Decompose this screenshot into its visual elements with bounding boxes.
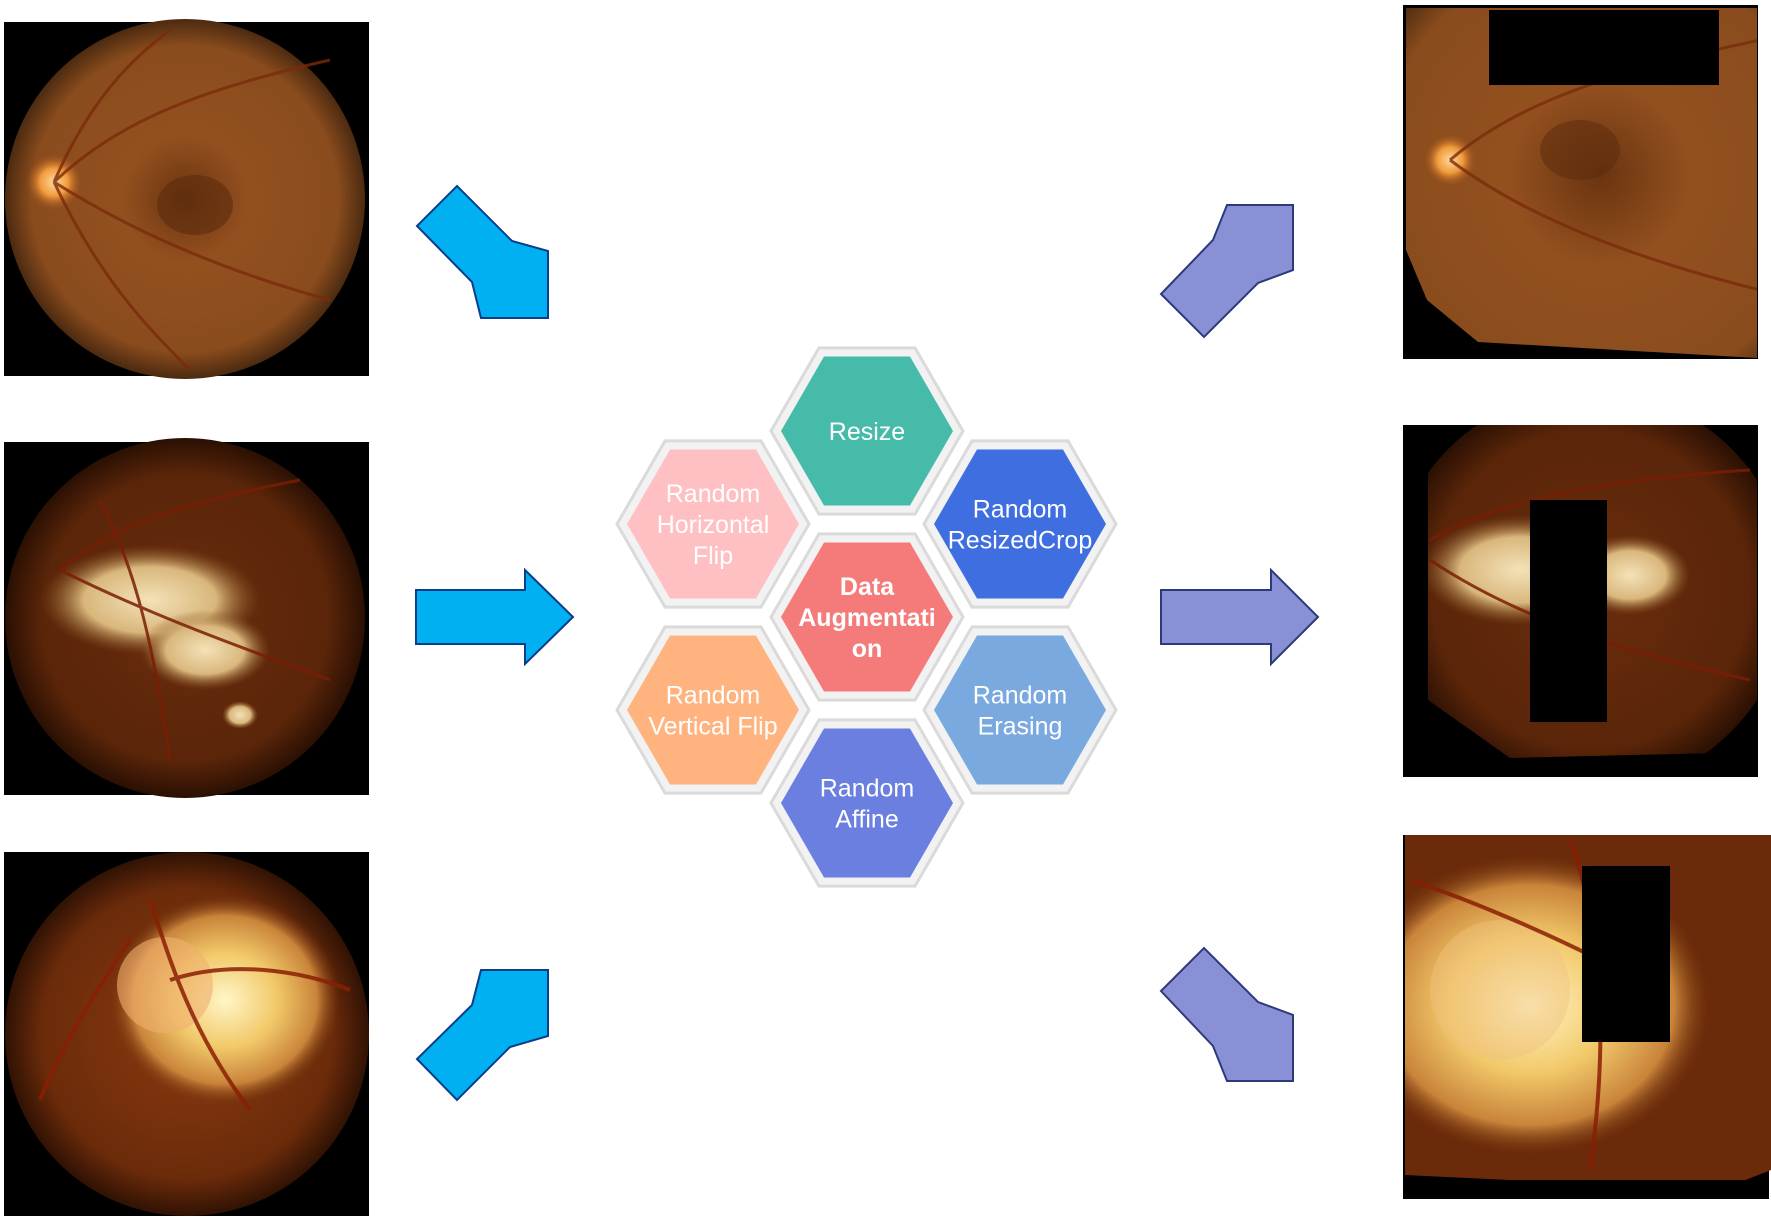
hex-random-resizedcrop-fill: [934, 449, 1106, 599]
hex-random-resizedcrop-label-line: Random: [973, 496, 1068, 524]
augmentation-hex-cluster: DataAugmentationResizeRandomHorizontalFl…: [615, 346, 1118, 888]
hex-random-affine-label-line: Random: [820, 775, 915, 803]
input-fundus-image-3: [4, 852, 369, 1216]
output-arrow-3: [1159, 946, 1294, 1082]
hex-random-erasing-label-line: Random: [973, 682, 1068, 710]
erased-region: [1489, 10, 1719, 85]
hex-random-resizedcrop-label-line: ResizedCrop: [948, 527, 1093, 555]
hex-random-erasing-fill: [934, 635, 1106, 785]
erased-region: [1582, 866, 1670, 1042]
output-arrow-2: [1160, 567, 1320, 667]
output-arrow-2-shape: [1160, 567, 1320, 667]
hex-random-vertical-flip-label-line: Vertical Flip: [648, 713, 777, 741]
input-arrow-3: [415, 969, 549, 1102]
hex-data-augmentation-label-line: on: [852, 635, 883, 663]
hex-data-augmentation-fill: [781, 542, 953, 692]
hex-random-vertical-flip-label-line: Random: [666, 682, 761, 710]
hex-random-horizontal-flip-label-line: Random: [666, 480, 761, 508]
hex-random-horizontal-flip-fill: [627, 449, 799, 599]
input-arrow-2: [415, 567, 575, 667]
hex-random-erasing-label-line: Erasing: [978, 713, 1063, 741]
output-fundus-image-1: [1403, 5, 1758, 359]
output-arrow-3-shape: [1159, 946, 1294, 1082]
output-fundus-image-2: [1403, 425, 1758, 777]
hex-data-augmentation-label-line: Augmentati: [798, 604, 936, 632]
hex-data-augmentation-label-line: Data: [840, 573, 895, 601]
hex-resize-label-line: Resize: [829, 418, 905, 446]
output-fundus-image-3: [1403, 835, 1771, 1199]
hex-random-horizontal-flip-label-line: Horizontal: [657, 511, 770, 539]
input-fundus-image-1: [4, 19, 369, 379]
hex-random-vertical-flip-fill: [627, 635, 799, 785]
hex-random-affine-label-line: Affine: [835, 806, 898, 834]
hex-random-affine-fill: [781, 728, 953, 878]
input-arrow-3-shape: [415, 969, 549, 1102]
input-arrow-1: [415, 184, 549, 319]
input-fundus-image-2: [4, 438, 369, 798]
hex-resize-fill: [781, 356, 953, 506]
hex-resize: Resize: [769, 346, 965, 516]
input-arrow-1-shape: [415, 184, 549, 319]
output-arrow-1-shape: [1159, 204, 1294, 339]
hex-random-horizontal-flip-label-line: Flip: [693, 542, 733, 570]
erased-region: [1530, 500, 1607, 722]
input-arrow-2-shape: [415, 567, 575, 667]
output-arrow-1: [1159, 204, 1294, 339]
